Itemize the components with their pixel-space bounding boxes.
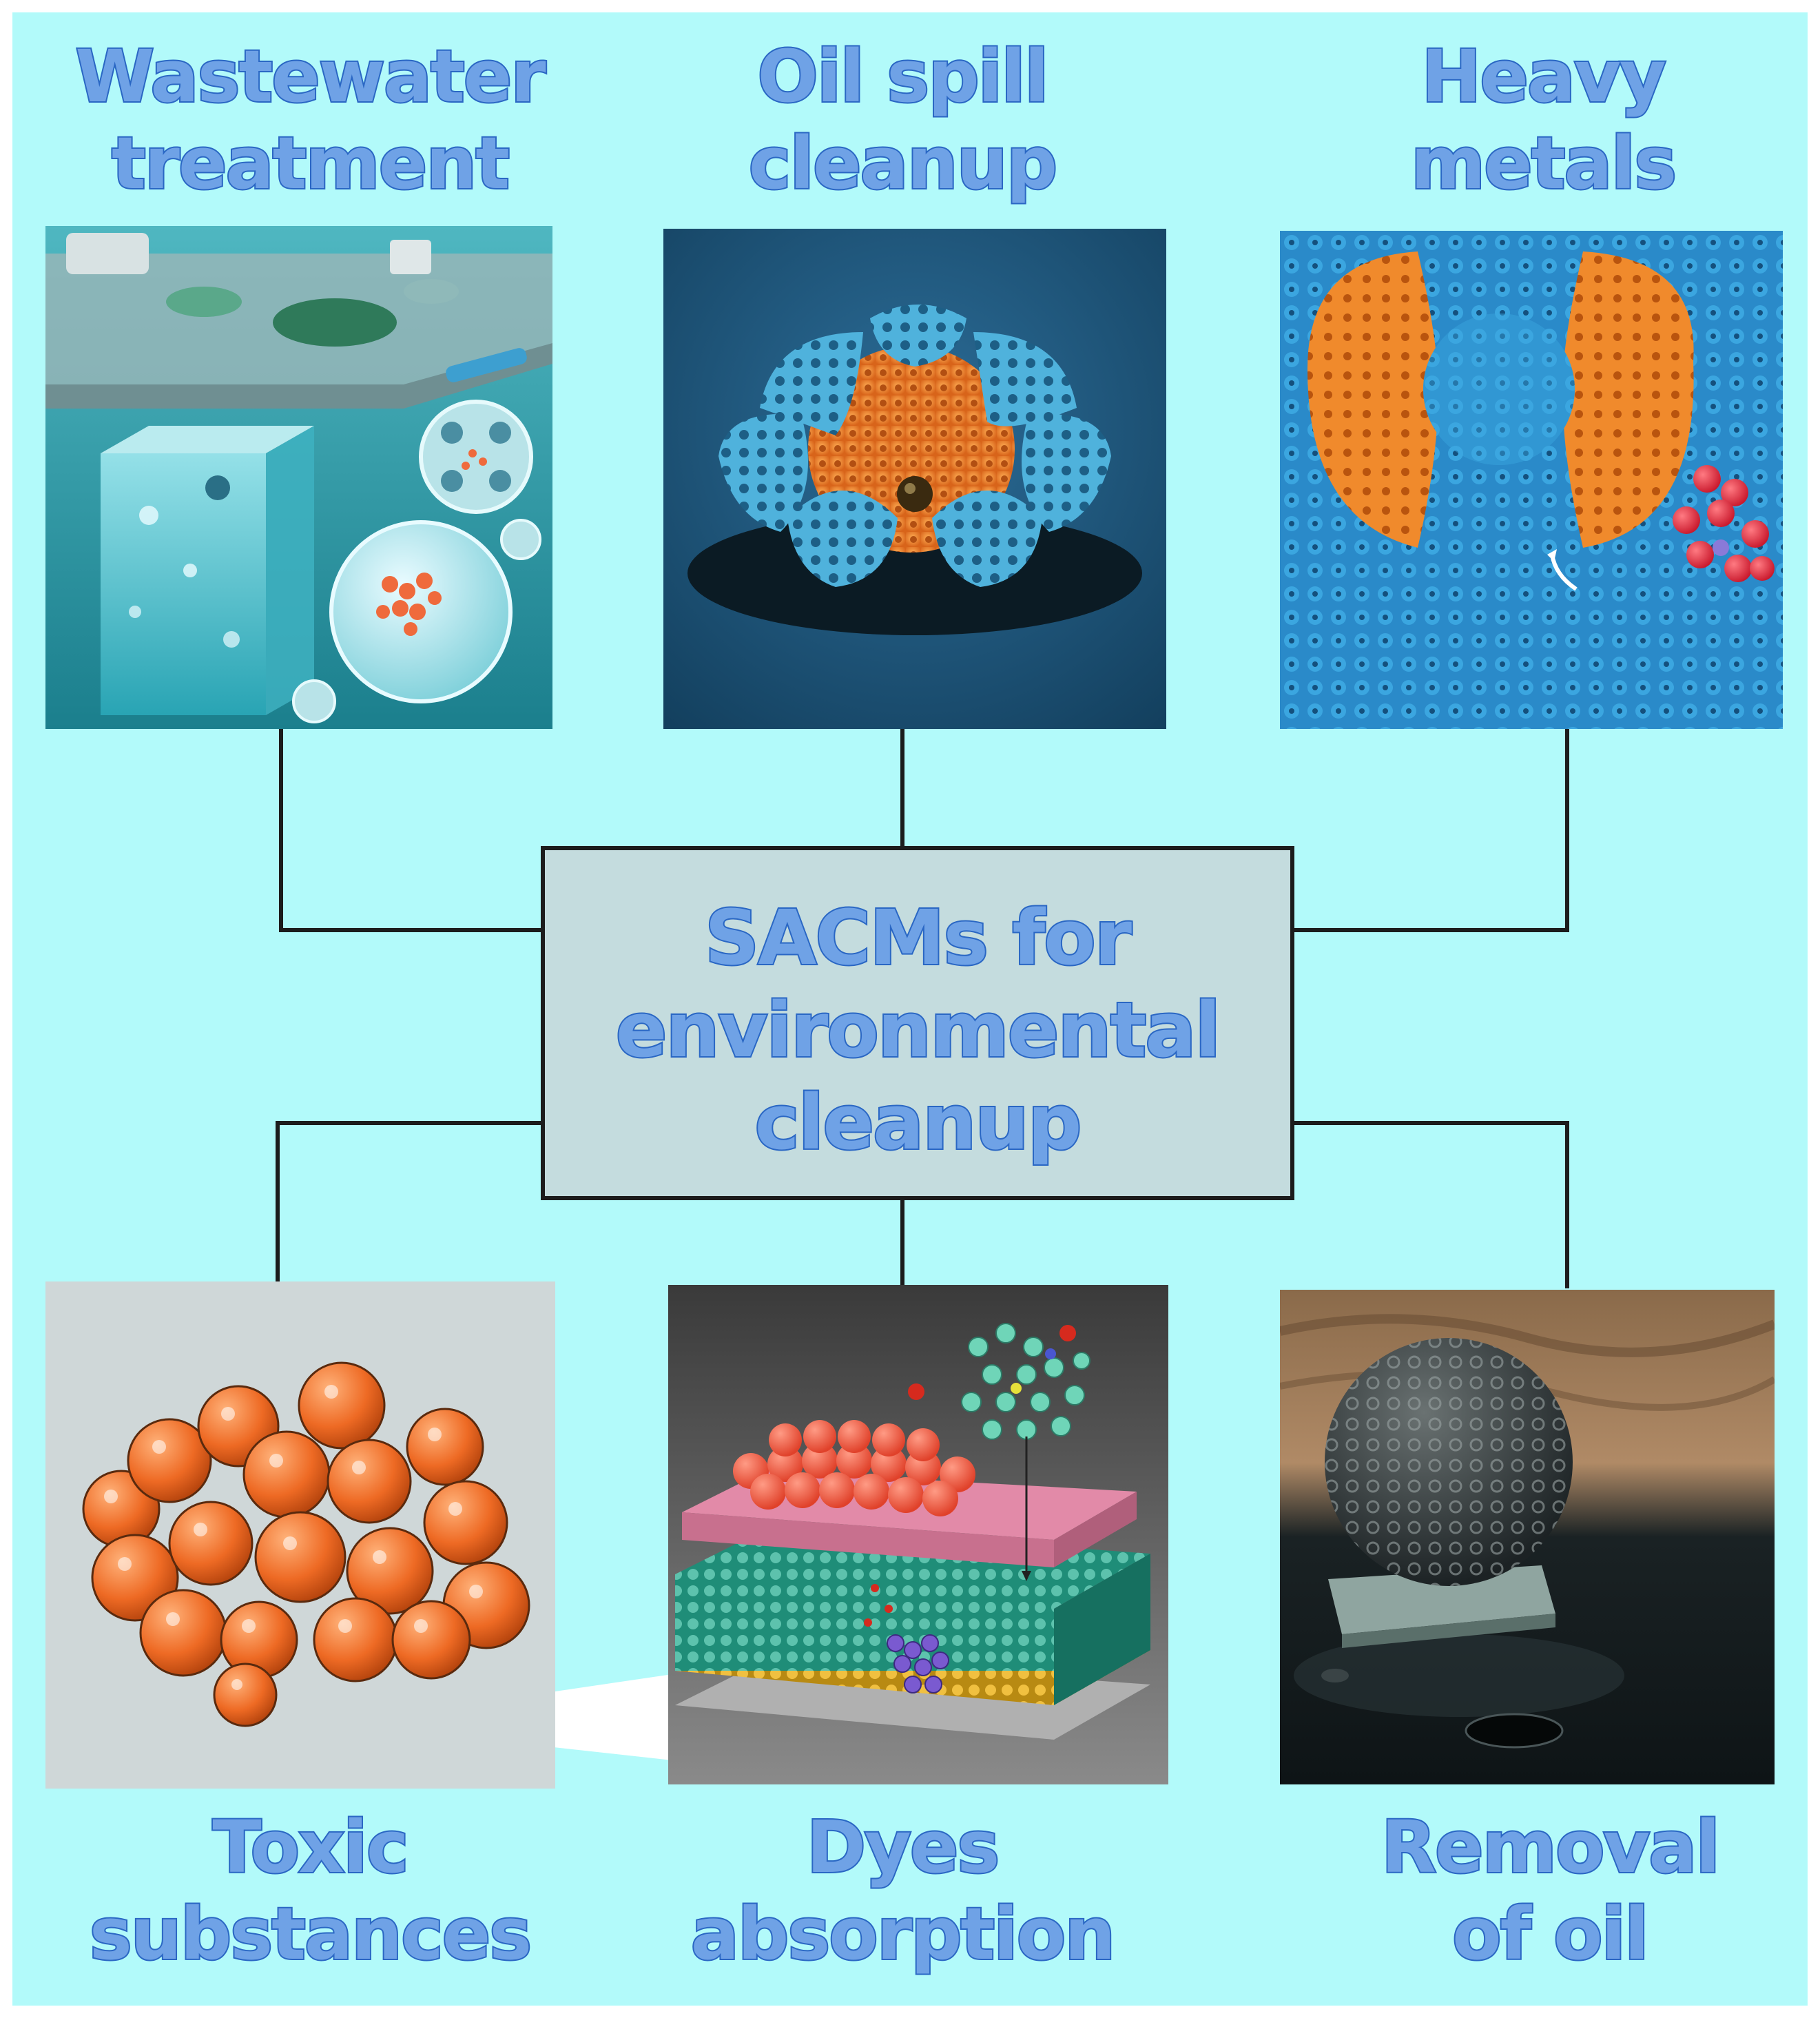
title-oil-spill: Oil spill cleanup	[675, 33, 1130, 207]
panel-toxic-image	[45, 1281, 555, 1789]
title-dyes: Dyes absorption	[675, 1804, 1130, 1977]
panel-removal-oil-image	[1280, 1290, 1775, 1784]
center-title: SACMs for environmental cleanup	[545, 892, 1290, 1168]
connector-removal-oil	[1294, 1121, 1569, 1288]
title-dyes-line2: absorption	[690, 1891, 1117, 1977]
panel-dyes-image	[668, 1285, 1168, 1784]
title-oil-spill-line2: cleanup	[747, 120, 1059, 207]
title-removal-oil-line2: of oil	[1451, 1891, 1651, 1977]
title-wastewater-line2: treatment	[110, 120, 511, 207]
center-title-line2: environmental	[614, 985, 1223, 1075]
panel-wastewater-image	[45, 226, 552, 729]
title-toxic-line2: substances	[88, 1891, 533, 1977]
title-wastewater: Wastewater treatment	[48, 33, 572, 207]
title-heavy-metals-line1: Heavy	[1420, 33, 1667, 120]
title-removal-oil-line1: Removal	[1380, 1804, 1721, 1891]
panel-heavy-metals-image	[1280, 231, 1783, 729]
title-heavy-metals: Heavy metals	[1323, 33, 1764, 207]
title-dyes-line1: Dyes	[805, 1804, 1002, 1891]
center-title-line1: SACMs for	[703, 892, 1133, 983]
title-toxic: Toxic substances	[55, 1804, 565, 1977]
connector-toxic	[276, 1121, 541, 1281]
connector-wastewater	[279, 729, 541, 932]
center-box: SACMs for environmental cleanup	[541, 846, 1294, 1200]
title-removal-oil: Removal of oil	[1309, 1804, 1791, 1977]
title-wastewater-line1: Wastewater	[74, 33, 547, 120]
title-toxic-line1: Toxic	[211, 1804, 411, 1891]
title-oil-spill-line1: Oil spill	[756, 33, 1050, 120]
title-heavy-metals-line2: metals	[1409, 120, 1678, 207]
connector-heavy-metals	[1294, 729, 1569, 932]
center-title-line3: cleanup	[753, 1077, 1083, 1168]
panel-oil-spill-image	[663, 229, 1166, 729]
